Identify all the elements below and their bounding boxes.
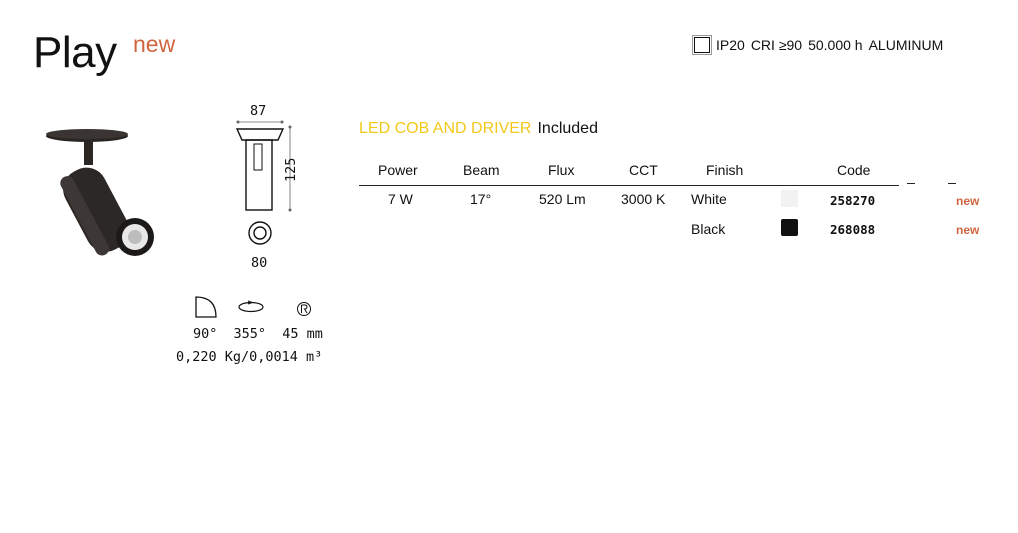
swatch-black: [781, 219, 798, 236]
header-beam: Beam: [463, 162, 500, 178]
swatch-white: [781, 190, 798, 207]
new-tag-white: new: [956, 194, 980, 208]
cell-cct: 3000 K: [621, 191, 666, 207]
header-flux: Flux: [548, 162, 575, 178]
product-image: [46, 129, 154, 256]
code-black: 268088: [830, 222, 876, 237]
new-tag-black: new: [956, 223, 980, 237]
header-power: Power: [378, 162, 418, 178]
table-rule: [359, 185, 899, 186]
new-badge: new: [133, 31, 176, 57]
depth-icon: [297, 302, 311, 316]
material: ALUMINUM: [868, 37, 944, 53]
weight-volume: 0,220 Kg/0,0014 m³: [176, 349, 323, 365]
lifetime: 50.000 h: [808, 37, 863, 53]
height-dimension: 125: [283, 157, 299, 182]
feature-values: 90° 355° 45 mm: [193, 326, 323, 342]
product-title: Play: [33, 28, 117, 77]
rotation-icon: [238, 300, 264, 313]
header-tick: [948, 183, 956, 184]
tilt-value: 90°: [193, 326, 218, 342]
spec-line: IP20 CRI ≥90 50.000 h ALUMINUM: [692, 35, 944, 55]
tilt-icon: [195, 296, 217, 318]
cell-power: 7 W: [388, 191, 413, 207]
width-dimension: 87: [250, 103, 267, 119]
led-label: LED COB AND DRIVER: [359, 120, 532, 137]
led-info: LED COB AND DRIVER Included: [359, 120, 598, 138]
cutout-dimension: 80: [251, 255, 268, 271]
ip-rating: IP20: [716, 37, 745, 53]
header-tick: [907, 183, 915, 184]
cell-beam: 17°: [470, 191, 492, 207]
cri-rating: CRI ≥90: [750, 37, 803, 53]
header-finish: Finish: [706, 162, 744, 178]
header-code: Code: [837, 162, 871, 178]
cell-finish-white: White: [691, 191, 727, 207]
cell-flux: 520 Lm: [539, 191, 586, 207]
depth-value: 45 mm: [282, 326, 323, 342]
code-white: 258270: [830, 193, 876, 208]
technical-drawing: [235, 120, 292, 245]
header-cct: CCT: [629, 162, 658, 178]
ip-class-icon: [692, 35, 712, 55]
led-status: Included: [537, 120, 598, 137]
rotation-value: 355°: [233, 326, 267, 342]
cell-finish-black: Black: [691, 221, 726, 237]
